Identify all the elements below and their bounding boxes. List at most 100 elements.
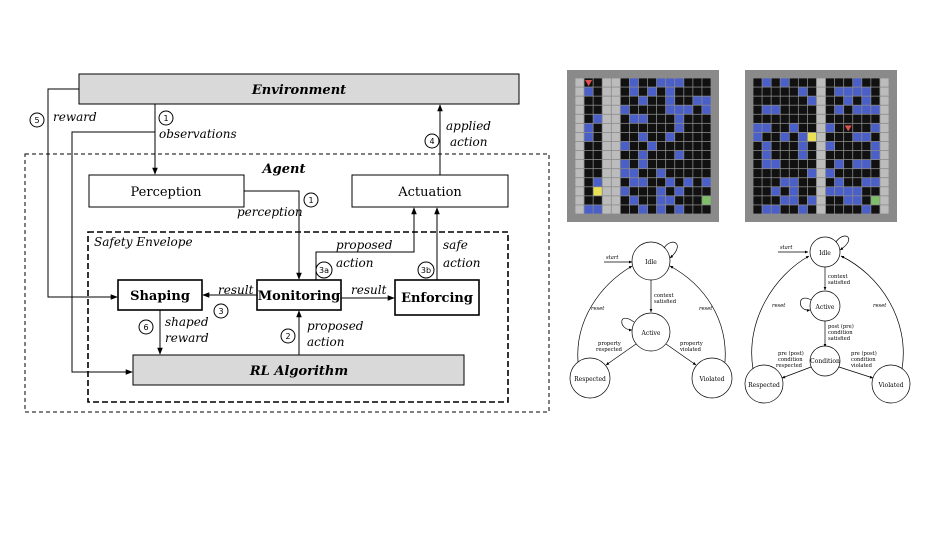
smr-active-selfloop (800, 297, 812, 312)
grid-cell (684, 169, 693, 178)
agent-box (24, 153, 550, 413)
grid-cell (675, 141, 684, 151)
grid-cell (602, 141, 611, 151)
grid-cell (807, 105, 817, 114)
grid-cell (602, 169, 611, 178)
grid-cell (862, 87, 871, 96)
grid-cell (647, 123, 657, 132)
grid-cell (835, 160, 844, 169)
grid-cell (835, 141, 844, 151)
grid-cell (871, 187, 880, 196)
grid-cell (693, 178, 702, 187)
grid-cell (629, 96, 639, 105)
safety-envelope-box (87, 231, 509, 403)
grid-cell (771, 87, 780, 96)
grid-cell (620, 187, 629, 196)
grid-cell (844, 160, 853, 169)
smr-context-2: satisfied (828, 280, 851, 286)
grid-cell (593, 132, 602, 142)
grid-cell (657, 150, 666, 160)
grid-cell (629, 87, 639, 96)
grid-cell (762, 114, 771, 123)
grid-cell (853, 114, 862, 123)
grid-cell (771, 178, 780, 187)
grid-cell (753, 178, 762, 187)
grid-cell (675, 178, 684, 187)
grid-cell (862, 187, 871, 196)
gridworld-left (567, 70, 719, 222)
grid-cell (602, 96, 611, 105)
grid-cell (575, 187, 584, 196)
grid-cell (666, 114, 675, 123)
sml-violated-state (691, 357, 733, 399)
grid-cell (762, 178, 771, 187)
grid-cell (593, 78, 602, 87)
grid-cell (771, 205, 780, 214)
grid-cell (862, 141, 871, 151)
smr-post-1: post (pre) (828, 323, 854, 330)
grid-cell (666, 141, 675, 151)
grid-cell (593, 196, 602, 205)
flag-icon (585, 80, 593, 87)
grid-cell (702, 160, 711, 169)
grid-cell (629, 160, 639, 169)
grid-cell (789, 87, 798, 96)
grid-cell (575, 78, 584, 87)
grid-cell (638, 114, 648, 123)
grid-cell (780, 123, 789, 132)
sml-prop-viol-1: property (680, 341, 703, 347)
grid-cell (835, 196, 844, 205)
smr-pre-v-3: violated (850, 363, 873, 369)
step-1b-marker: 1 (303, 192, 319, 208)
grid-cell (657, 196, 666, 205)
grid-cell (684, 78, 693, 87)
grid-cell (762, 105, 771, 114)
grid-cell (853, 78, 862, 87)
grid-cell (647, 196, 657, 205)
grid-cell (575, 150, 584, 160)
sml-active-state (631, 312, 671, 352)
grid-cell (807, 141, 817, 151)
grid-cell (611, 150, 620, 160)
grid-cell (575, 105, 584, 114)
grid-cell (844, 178, 853, 187)
grid-cell (693, 105, 702, 114)
grid-cell (693, 132, 702, 142)
grid-cell (611, 187, 620, 196)
grid-cell (675, 132, 684, 142)
grid-cell (629, 78, 639, 87)
grid-cell (880, 132, 889, 142)
grid-cell (584, 96, 593, 105)
grid-cell (780, 96, 789, 105)
grid-cell (844, 141, 853, 151)
grid-cell (780, 132, 789, 142)
grid-cell (593, 205, 602, 214)
grid-cell (835, 178, 844, 187)
grid-cell (807, 87, 817, 96)
smr-idle-label: Idle (819, 250, 831, 257)
grid-cell (835, 169, 844, 178)
grid-cell (798, 78, 807, 87)
grid-cell (647, 141, 657, 151)
perception-box (88, 174, 245, 208)
grid-cell (753, 169, 762, 178)
grid-cell (593, 114, 602, 123)
grid-cell (835, 114, 844, 123)
grid-cell (844, 205, 853, 214)
sml-context-2: satisfied (654, 299, 677, 305)
action2-label: action (307, 335, 345, 349)
environment-box (78, 73, 520, 105)
grid-cell (771, 150, 780, 160)
grid-cell (853, 169, 862, 178)
grid-cell (629, 150, 639, 160)
grid-cell (657, 123, 666, 132)
grid-cell (602, 123, 611, 132)
grid-cell (584, 123, 593, 132)
step-2-marker: 2 (280, 328, 296, 344)
grid-cell (684, 205, 693, 214)
grid-cell (620, 123, 629, 132)
grid-cell (575, 205, 584, 214)
grid-cell (602, 150, 611, 160)
grid-cell (647, 114, 657, 123)
grid-cell (771, 105, 780, 114)
